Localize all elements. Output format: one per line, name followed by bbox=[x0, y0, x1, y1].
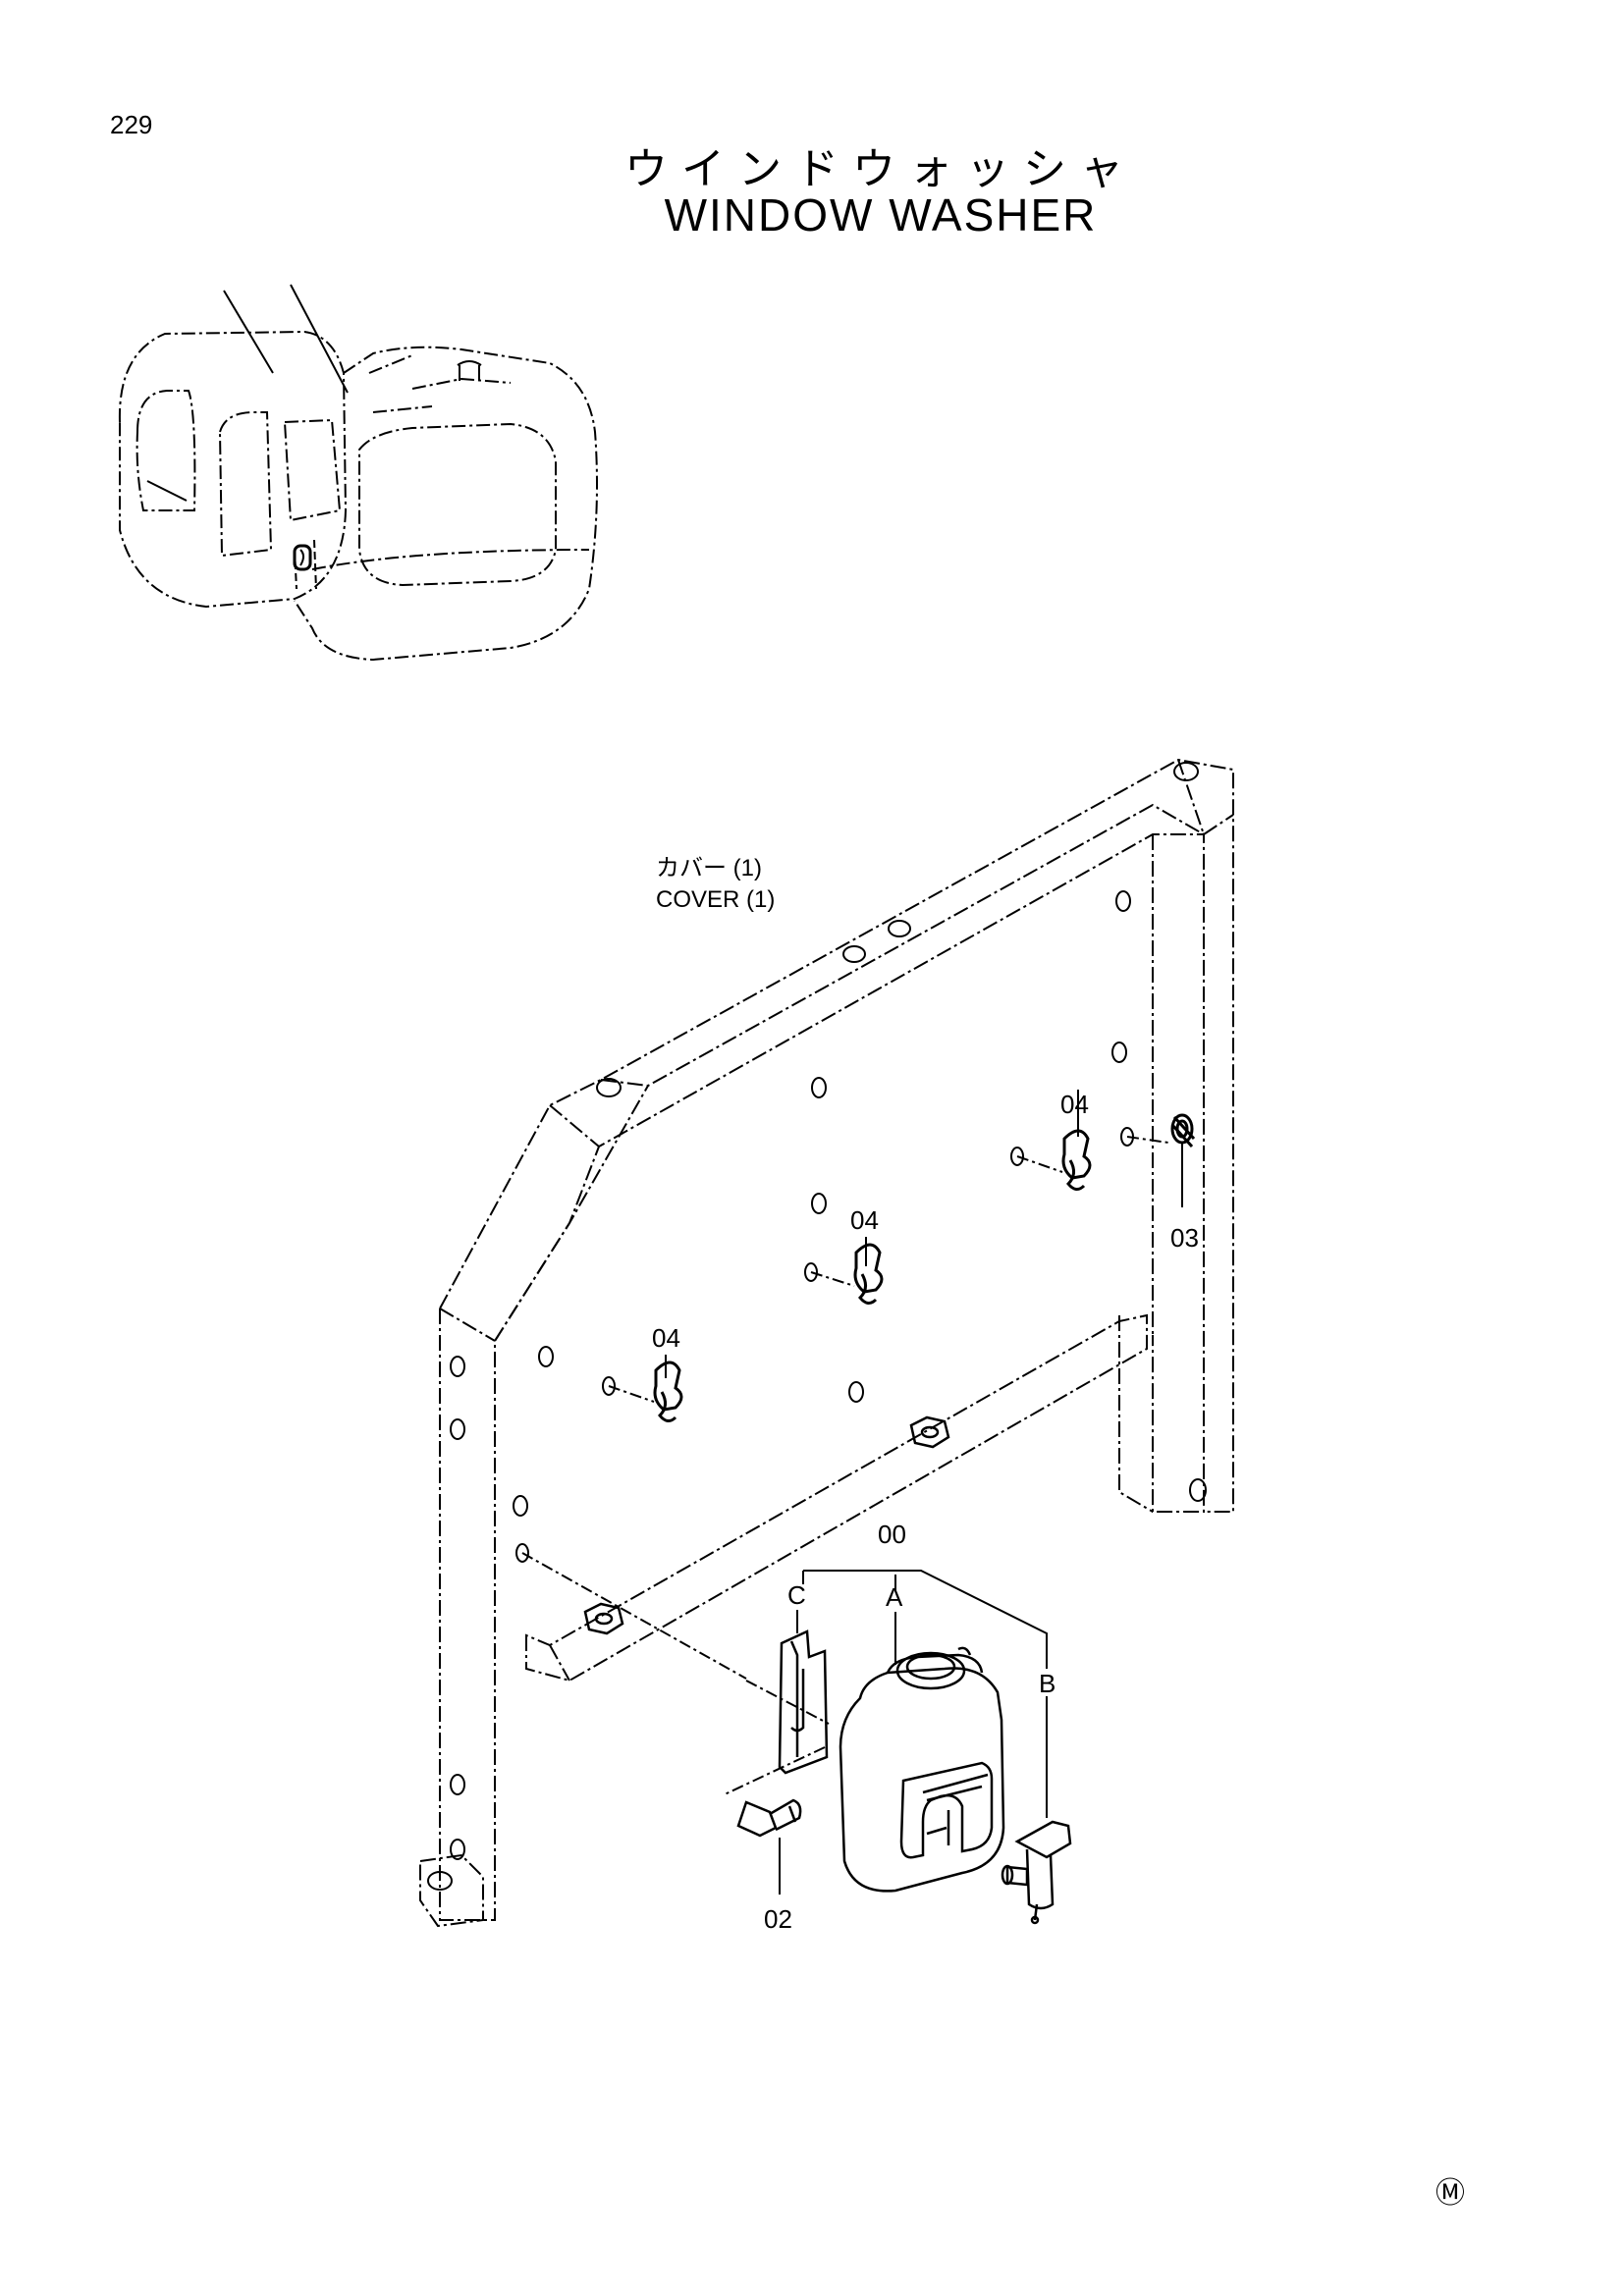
washer-pump-part bbox=[1001, 1820, 1072, 1925]
callout-02: 02 bbox=[764, 1904, 792, 1934]
callout-b: B bbox=[1039, 1669, 1056, 1698]
grommet-part bbox=[1126, 1113, 1196, 1148]
page-title-japanese: ウインドウォッシャ bbox=[624, 144, 1137, 194]
callout-03: 03 bbox=[1170, 1223, 1199, 1253]
bracket-nuts bbox=[583, 1415, 950, 1635]
callout-04-middle: 04 bbox=[850, 1205, 879, 1235]
callout-labels: カバー (1) COVER (1) 04 03 04 04 00 A C B 0… bbox=[652, 855, 1465, 2210]
bolt-part bbox=[736, 1798, 802, 1838]
callout-a: A bbox=[886, 1582, 903, 1612]
m-mark: Ⓜ bbox=[1435, 2177, 1465, 2210]
callout-04-left: 04 bbox=[652, 1323, 680, 1353]
machine-overview bbox=[118, 284, 598, 662]
page-title: WINDOW WASHER bbox=[664, 189, 1098, 240]
cover-frame bbox=[419, 758, 1234, 1928]
bracket-c-part bbox=[521, 1552, 830, 1795]
cover-label-japanese: カバー (1) bbox=[656, 855, 762, 881]
page-number: 229 bbox=[110, 110, 153, 139]
callout-00: 00 bbox=[878, 1520, 906, 1549]
clamp-parts bbox=[608, 1129, 1092, 1422]
callout-04-top: 04 bbox=[1060, 1090, 1089, 1119]
washer-tank-part bbox=[839, 1646, 1005, 1893]
callout-leaders bbox=[665, 1090, 1183, 1895]
cover-label: COVER (1) bbox=[656, 886, 775, 913]
frame-holes bbox=[427, 762, 1207, 1891]
callout-c: C bbox=[787, 1580, 806, 1610]
